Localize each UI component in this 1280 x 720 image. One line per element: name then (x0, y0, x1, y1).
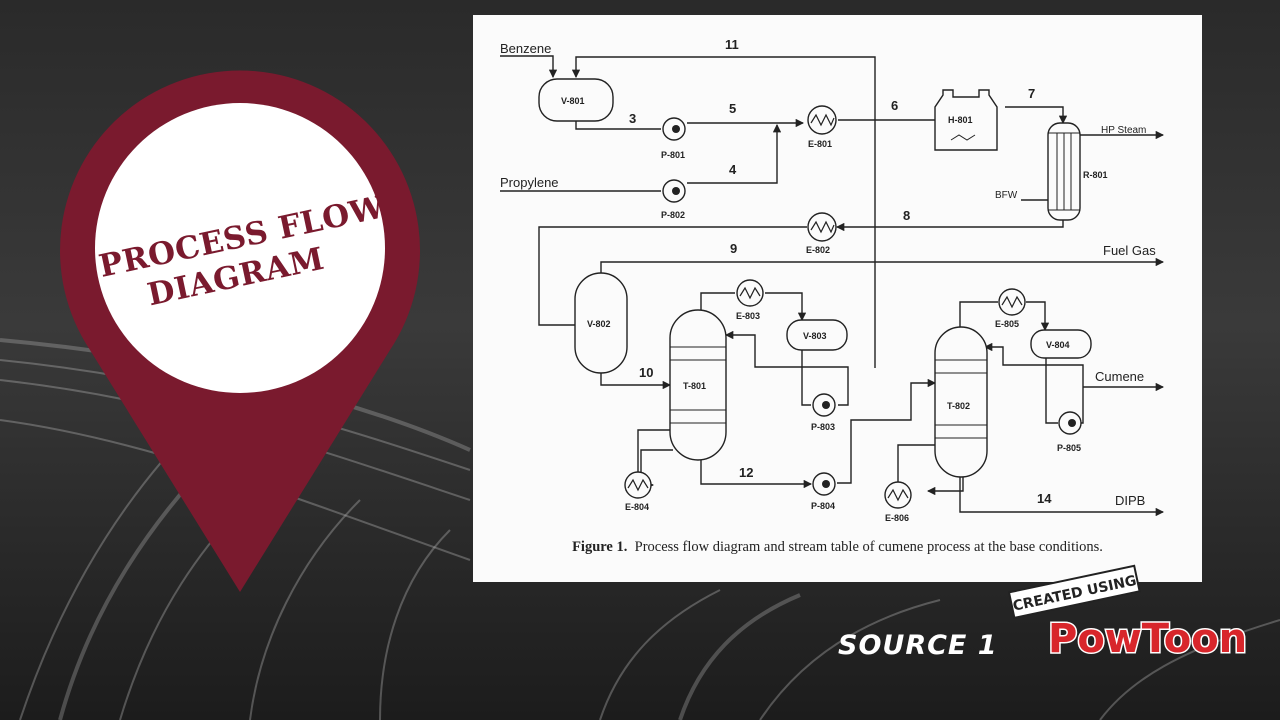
stream-12 (700, 455, 813, 489)
stream-3 (575, 120, 661, 130)
map-pin-icon (60, 70, 421, 593)
label-e804: E-804 (625, 502, 649, 512)
stream-9 (600, 257, 1165, 273)
exchanger-e803 (736, 279, 764, 307)
stream-label-14: 14 (1037, 491, 1052, 506)
vessel-v802 (574, 272, 628, 374)
label-p804: P-804 (811, 501, 835, 511)
stream-label-10: 10 (639, 365, 653, 380)
label-dipb: DIPB (1115, 493, 1145, 508)
label-p802: P-802 (661, 210, 685, 220)
heater-h801 (934, 89, 998, 151)
process-flow-diagram: Benzene Propylene BFW HP Steam Fuel Gas … (500, 37, 1165, 523)
label-hp-steam: HP Steam (1101, 125, 1146, 136)
stream-label-11: 11 (725, 37, 739, 52)
vessel-v801 (538, 78, 614, 122)
stream-p804-out (837, 378, 937, 484)
stream-7 (1005, 106, 1068, 125)
label-v801: V-801 (561, 96, 585, 106)
stream-11 (571, 56, 876, 368)
stream-reflux1b (724, 330, 849, 406)
stream-e803 (765, 292, 807, 322)
label-cumene: Cumene (1095, 369, 1144, 384)
stream-t802-top (959, 301, 998, 327)
column-t802 (934, 326, 988, 478)
figure-caption-label: Figure 1. (572, 539, 628, 555)
label-bfw: BFW (995, 190, 1018, 201)
stream-14 (959, 477, 1165, 517)
stream-benzene (500, 55, 558, 79)
stream-10 (600, 373, 672, 390)
label-p801: P-801 (661, 150, 685, 160)
vessel-v803 (786, 319, 848, 351)
label-p803: P-803 (811, 422, 835, 432)
exchanger-e801 (807, 105, 837, 135)
stream-label-3: 3 (629, 111, 636, 126)
stream-label-8: 8 (903, 208, 910, 223)
label-e806: E-806 (885, 513, 909, 523)
label-v804: V-804 (1046, 340, 1070, 350)
stream-label-7: 7 (1028, 86, 1035, 101)
badge-brand: PowToon (1048, 616, 1247, 662)
figure-caption-text: Process flow diagram and stream table of… (634, 539, 1103, 555)
label-propylene: Propylene (500, 175, 559, 190)
stream-e805 (1026, 301, 1050, 332)
stream-4 (687, 123, 782, 184)
exchanger-e805 (998, 288, 1026, 316)
stream-label-6: 6 (891, 98, 898, 113)
label-e803: E-803 (736, 311, 760, 321)
exchanger-e806 (884, 481, 912, 509)
label-e801: E-801 (808, 139, 832, 149)
stream-t801-top (700, 292, 735, 310)
exchanger-e804 (624, 471, 652, 499)
powtoon-badge: CREATED USING PowToon (1008, 564, 1249, 664)
stream-label-4: 4 (729, 162, 737, 177)
stream-label-5: 5 (729, 101, 736, 116)
figure-caption: Figure 1. Process flow diagram and strea… (473, 539, 1202, 556)
label-p805: P-805 (1057, 443, 1081, 453)
label-h801: H-801 (948, 115, 973, 125)
stream-reflux2b (983, 342, 1084, 424)
label-fuel-gas: Fuel Gas (1103, 243, 1156, 258)
stream-label-12: 12 (739, 465, 753, 480)
label-v803: V-803 (803, 331, 827, 341)
stream-label-9: 9 (730, 241, 737, 256)
stream-e806-in (926, 477, 964, 496)
stream-reflux2 (1045, 355, 1058, 424)
label-e802: E-802 (806, 245, 830, 255)
label-t802: T-802 (947, 401, 970, 411)
stream-reflux1 (801, 348, 811, 406)
source-label: SOURCE 1 (838, 630, 998, 661)
label-t801: T-801 (683, 381, 706, 391)
vessel-v804 (1030, 329, 1092, 359)
exchanger-e802 (807, 212, 837, 242)
label-r801: R-801 (1083, 170, 1108, 180)
label-benzene: Benzene (500, 41, 551, 56)
label-v802: V-802 (587, 319, 611, 329)
stream-8 (835, 220, 1064, 232)
label-e805: E-805 (995, 319, 1019, 329)
stream-8b (538, 226, 807, 326)
figure-panel: Benzene Propylene BFW HP Steam Fuel Gas … (473, 15, 1202, 582)
